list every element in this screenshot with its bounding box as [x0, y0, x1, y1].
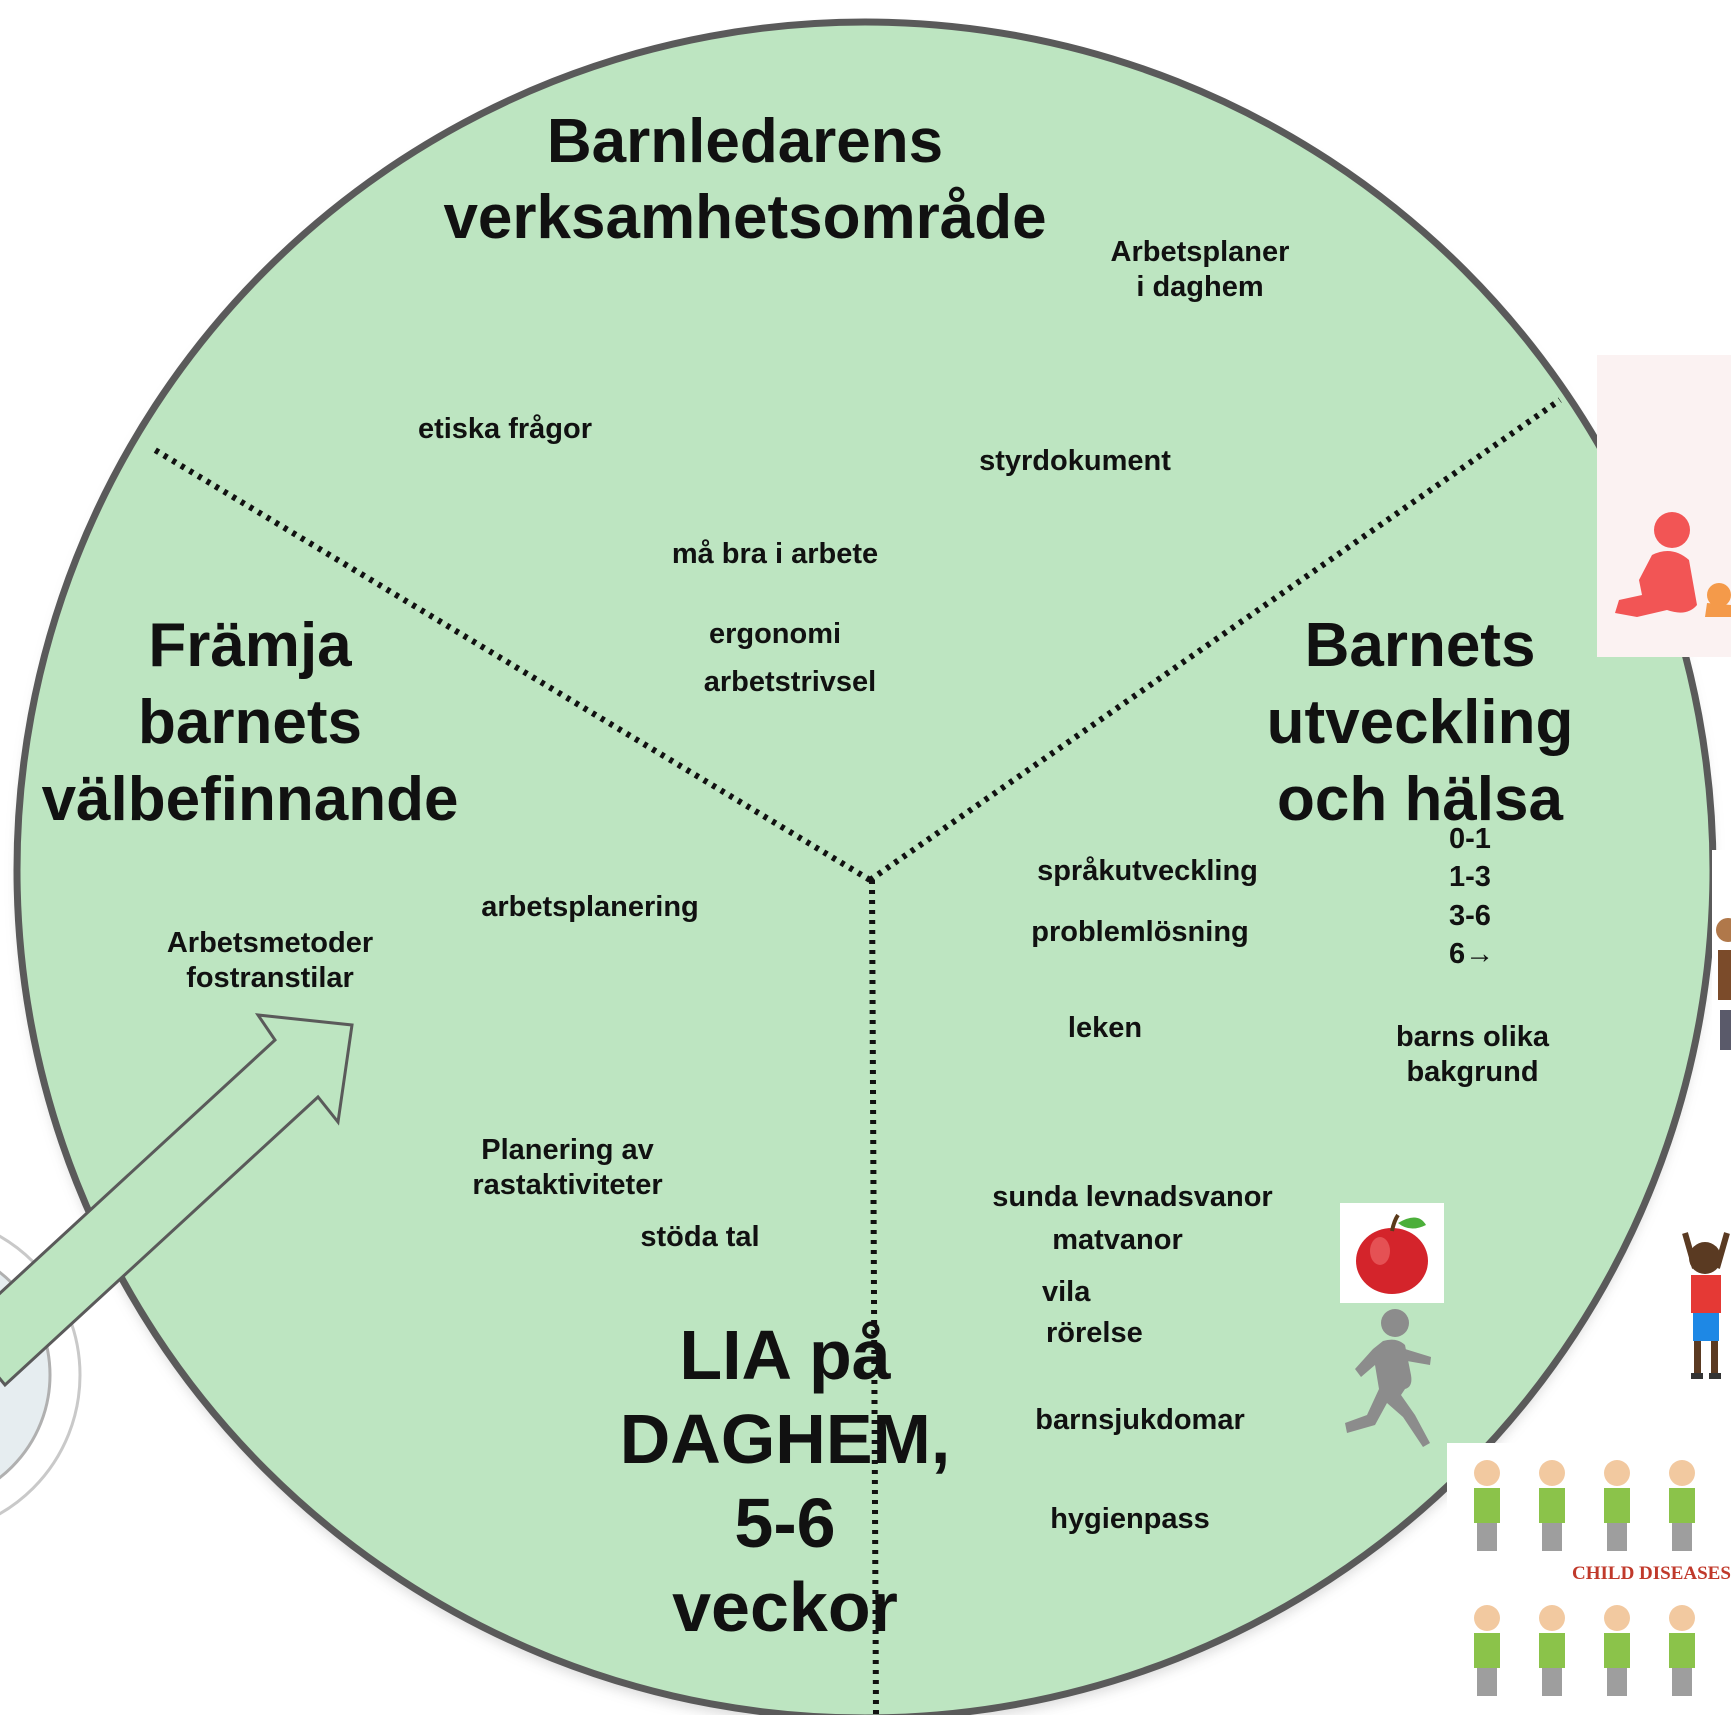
planering-line-2: rastaktiviteter [472, 1169, 663, 1202]
right-title-line-2: utveckling [1266, 687, 1574, 757]
left-title-line-1: Främja [148, 611, 352, 680]
etiska-fragor-label: etiska frågor [417, 413, 593, 445]
lia-line-4: veckor [672, 1568, 898, 1646]
apple-icon [1356, 1213, 1428, 1294]
ma-bra-label: må bra i arbete [671, 538, 879, 570]
children-playing-image [1712, 850, 1731, 1120]
arbetsmetoder-label: Arbetsmetoder fostranstilar [140, 926, 400, 997]
lia-line-2: DAGHEM, [619, 1400, 951, 1478]
sprakutveckling-label: språkutveckling [1037, 855, 1258, 887]
left-title-line-2: barnets [138, 687, 362, 757]
cheering-kid-icon [1682, 1232, 1730, 1379]
arbetstrivsel-label: arbetstrivsel [703, 666, 877, 698]
lia-title: LIA på DAGHEM, 5-6 veckor [580, 1313, 990, 1649]
vila-label: vila [1042, 1276, 1091, 1308]
stoda-tal-label: stöda tal [640, 1221, 760, 1253]
top-section-title: Barnledarens verksamhetsområde [380, 104, 1110, 255]
hygienpass-label: hygienpass [1050, 1503, 1210, 1535]
running-child-icon [1345, 1309, 1431, 1447]
arbetsplaner-line-1: Arbetsplaner [1110, 236, 1290, 268]
arbetsmetoder-line-1: Arbetsmetoder [166, 927, 374, 959]
leken-label: leken [1067, 1012, 1143, 1044]
problemlosning-label: problemlösning [1031, 916, 1249, 948]
top-title-line-2: verksamhetsområde [443, 182, 1047, 252]
baby-image [1597, 355, 1731, 657]
right-title-line-1: Barnets [1304, 611, 1536, 680]
arbetsplaner-label: Arbetsplaner i daghem [1080, 235, 1320, 306]
apple-image [1340, 1203, 1444, 1303]
bakgrund-line-2: bakgrund [1406, 1056, 1539, 1089]
cheering-kid-image [1665, 1213, 1731, 1398]
crawling-baby-icon [1615, 512, 1731, 617]
ergonomi-label: ergonomi [708, 618, 842, 650]
children-icon [1716, 918, 1731, 1050]
barnsjukdomar-label: barnsjukdomar [1035, 1404, 1245, 1436]
arbetsplanering-label: arbetsplanering [481, 891, 699, 923]
age-0-1: 0-1 [1449, 823, 1491, 855]
lia-line-1: LIA på [679, 1316, 891, 1394]
arbetsmetoder-line-2: fostranstilar [186, 962, 354, 995]
bakgrund-label: barns olika bakgrund [1375, 1020, 1570, 1091]
matvanor-label: matvanor [1052, 1224, 1183, 1256]
age-1-3: 1-3 [1449, 861, 1491, 894]
right-section-title: Barnets utveckling och hälsa [1230, 608, 1610, 839]
left-section-title: Främja barnets välbefinnande [20, 608, 480, 839]
age-6-plus: 6→ [1449, 937, 1495, 970]
top-title-line-1: Barnledarens [546, 107, 944, 176]
bakgrund-line-1: barns olika [1395, 1021, 1550, 1053]
right-title-line-3: och hälsa [1277, 764, 1563, 834]
styrdokument-label: styrdokument [979, 445, 1171, 477]
arrow [0, 1013, 354, 1388]
age-groups: 0-1 1-3 3-6 6→ [1449, 820, 1494, 973]
sunda-levnadsvanor-label: sunda levnadsvanor [992, 1181, 1273, 1213]
age-3-6: 3-6 [1449, 899, 1491, 932]
planering-line-1: Planering av [481, 1134, 654, 1166]
divider-right [868, 397, 1562, 883]
sick-children-icons [1474, 1460, 1695, 1696]
rorelse-label: rörelse [1046, 1317, 1143, 1349]
child-diseases-image: CHILD DISEASES [1447, 1443, 1731, 1715]
lia-line-3: 5-6 [734, 1484, 836, 1562]
left-title-line-3: välbefinnande [41, 764, 459, 834]
child-diseases-caption: CHILD DISEASES [1572, 1563, 1731, 1584]
planering-label: Planering av rastaktiviteter [445, 1133, 690, 1204]
arbetsplaner-line-2: i daghem [1136, 271, 1264, 304]
